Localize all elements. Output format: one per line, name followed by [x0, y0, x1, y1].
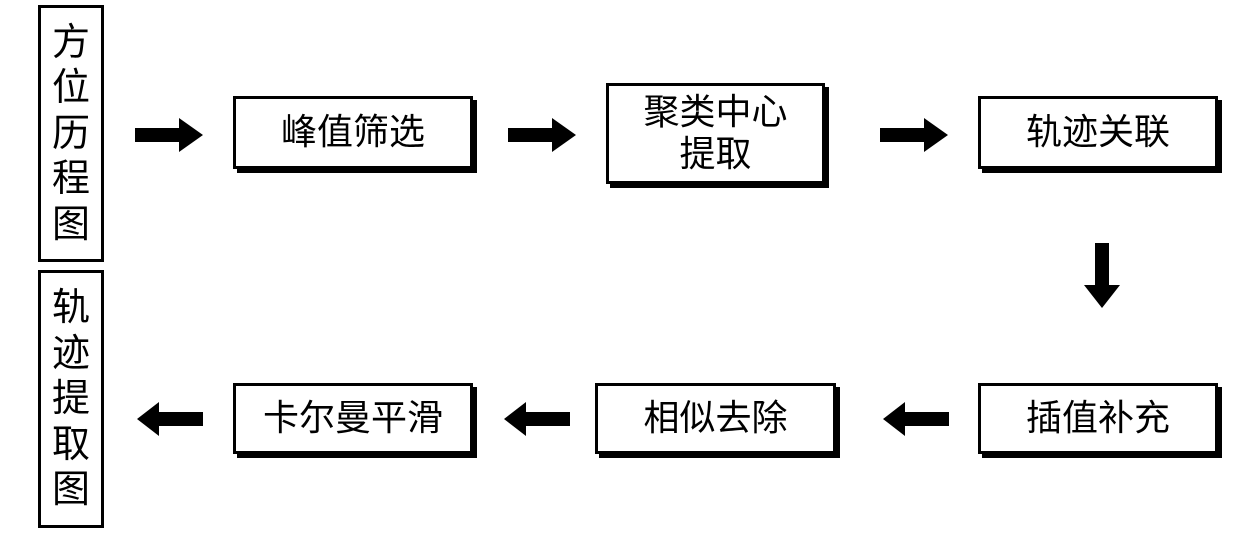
arrow-left-icon: [883, 402, 949, 436]
step-peak-filter-label: 峰值筛选: [280, 111, 425, 153]
step-similarity-removal: 相似去除: [595, 383, 836, 454]
vertical-char: 历: [51, 110, 90, 155]
output-node-track-extraction: 轨迹提取图: [38, 270, 104, 528]
step-kalman-smoothing: 卡尔曼平滑: [233, 383, 473, 454]
arrow-right-icon: [880, 118, 948, 152]
step-cluster-center: 聚类中心 提取: [606, 83, 825, 184]
vertical-char: 程: [51, 156, 90, 201]
vertical-char: 图: [51, 467, 90, 512]
vertical-char: 迹: [51, 330, 90, 375]
vertical-char: 提: [51, 376, 90, 421]
step-kalman-smoothing-label: 卡尔曼平滑: [262, 397, 443, 439]
step-interpolation-label: 插值补充: [1025, 397, 1170, 439]
arrow-right-icon: [508, 118, 576, 152]
input-node-azimuth-history: 方位历程图: [38, 5, 104, 262]
step-track-association: 轨迹关联: [978, 96, 1218, 169]
arrow-left-icon: [504, 402, 570, 436]
vertical-char: 轨: [51, 285, 90, 330]
arrow-down-icon: [1084, 243, 1120, 308]
vertical-char: 图: [51, 201, 90, 246]
step-track-association-label: 轨迹关联: [1025, 111, 1170, 153]
vertical-char: 取: [51, 421, 90, 466]
input-label: 方位历程图: [52, 8, 90, 259]
step-cluster-center-label-line1: 聚类中心: [643, 92, 788, 134]
vertical-char: 方: [51, 19, 90, 64]
arrow-right-icon: [135, 118, 203, 152]
step-peak-filter: 峰值筛选: [233, 96, 473, 169]
arrow-left-icon: [137, 402, 203, 436]
step-interpolation: 插值补充: [978, 383, 1218, 454]
step-cluster-center-label-line2: 提取: [679, 133, 752, 175]
output-label: 轨迹提取图: [52, 273, 90, 525]
vertical-char: 位: [51, 65, 90, 110]
step-similarity-removal-label: 相似去除: [643, 397, 788, 439]
